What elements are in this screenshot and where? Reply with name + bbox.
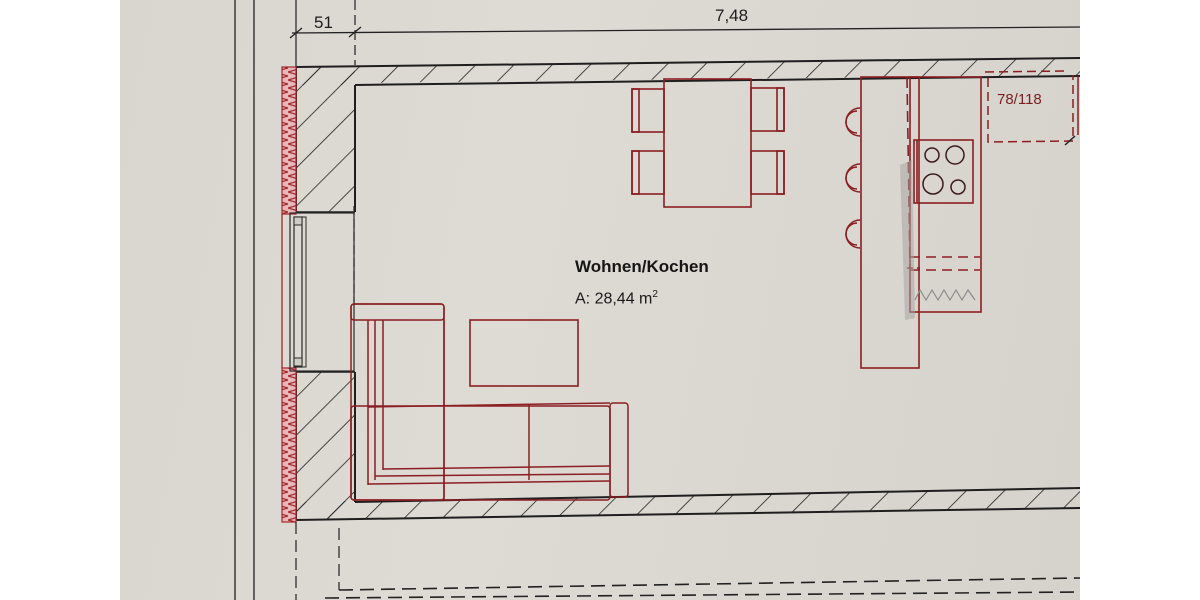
corner-sofa [350, 303, 629, 501]
wall-bottom [295, 487, 1080, 521]
room-name: Wohnen/Kochen [575, 257, 709, 276]
room-area-exponent: 2 [652, 289, 658, 300]
dimension-room-length: 7,48 [715, 6, 749, 25]
room-area: A: 28,44 m2 [575, 289, 658, 308]
wall-top [295, 57, 1080, 86]
floor-plan-drawing [234, 0, 1080, 600]
wall-left-lower [295, 371, 356, 520]
lower-dashed-outline [295, 522, 1080, 600]
insulation-strips [281, 66, 297, 523]
dining-table [631, 78, 785, 208]
tall-cabinet [984, 70, 1079, 146]
pencil-shading [900, 160, 915, 320]
dimension-line [289, 26, 1080, 39]
cooktop [922, 145, 966, 195]
coffee-table [469, 319, 579, 387]
cabinet-label: 78/118 [997, 91, 1042, 108]
window [289, 206, 355, 372]
bar-stools [845, 107, 861, 249]
floor-plan-sheet: 51 7,48 Wohnen/Kochen A: 28,44 m2 78/118 [120, 0, 1080, 600]
kitchen-counter [909, 76, 982, 313]
room-area-value: A: 28,44 m [575, 290, 653, 308]
wall-left-upper [295, 67, 356, 213]
dimension-wall-thickness: 51 [314, 13, 333, 32]
